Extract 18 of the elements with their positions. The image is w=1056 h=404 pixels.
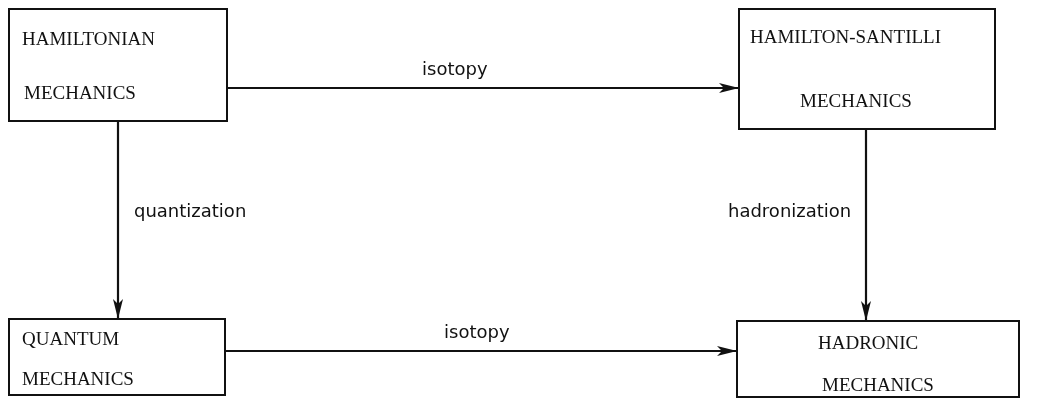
mechanics-box bbox=[8, 318, 226, 396]
box-text: HAMILTON-SANTILLI bbox=[750, 26, 942, 48]
mechanics-box bbox=[8, 8, 228, 122]
arrow bbox=[861, 130, 871, 321]
arrow bbox=[226, 346, 737, 356]
box-text: HAMILTONIAN bbox=[22, 28, 155, 50]
arrow bbox=[228, 83, 739, 93]
box-text: MECHANICS bbox=[22, 368, 134, 390]
edge-label: isotopy bbox=[442, 321, 512, 342]
mechanics-box bbox=[736, 320, 1020, 398]
box-text: MECHANICS bbox=[822, 374, 934, 396]
box-text: MECHANICS bbox=[800, 90, 912, 112]
box-text: MECHANICS bbox=[24, 82, 136, 104]
box-text: HADRONIC bbox=[818, 332, 919, 354]
edge-label: isotopy bbox=[420, 58, 490, 79]
arrow bbox=[113, 122, 123, 319]
box-text: QUANTUM bbox=[22, 328, 120, 350]
mechanics-box bbox=[738, 8, 996, 130]
